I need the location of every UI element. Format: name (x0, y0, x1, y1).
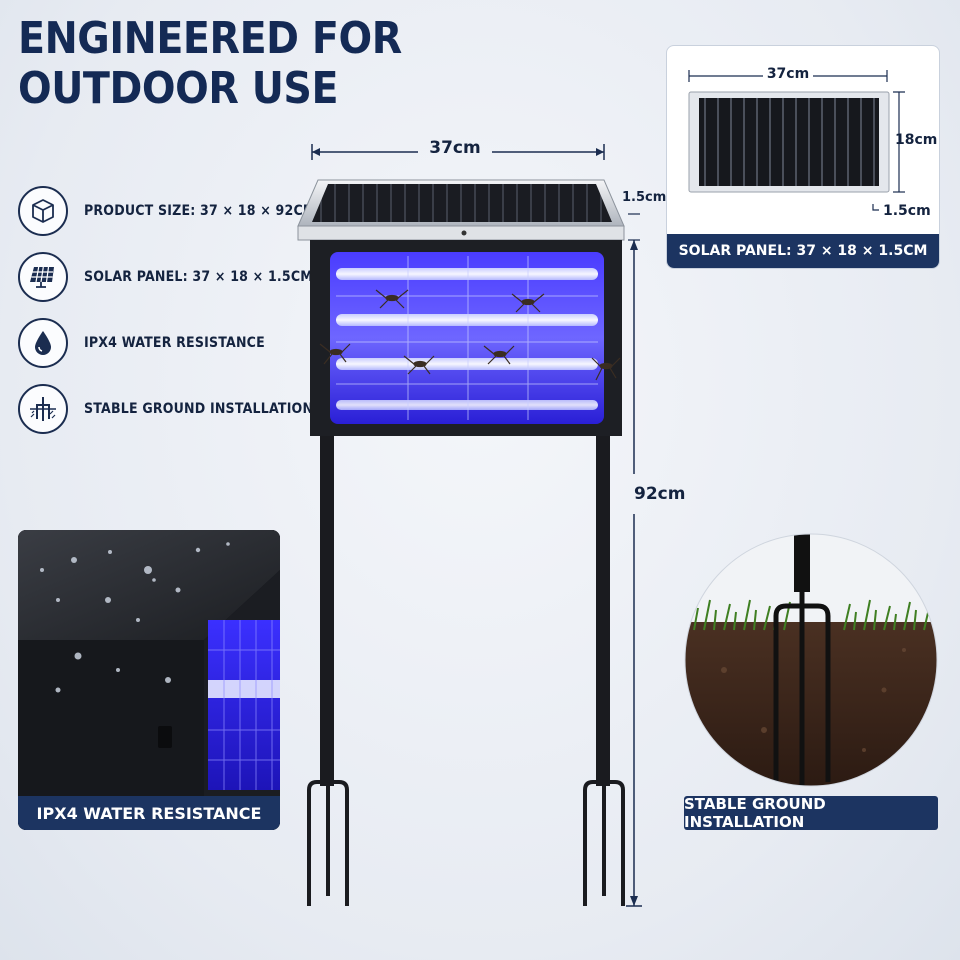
water-resistance-card: IPX4 WATER RESISTANCE (18, 530, 280, 830)
solar-panel-card: 37cm 18cm 1.5cm SOLAR PANEL: 37 × 18 × 1… (666, 45, 940, 269)
feature-label: SOLAR PANEL: 37 × 18 × 1.5cm (84, 269, 313, 285)
headline: ENGINEERED FOR OUTDOOR USE (18, 14, 402, 114)
ground-stake-icon (18, 384, 68, 434)
panel-width-label: 37cm (766, 66, 810, 82)
feature-water: IPX4 WATER RESISTANCE (18, 316, 341, 370)
legs (307, 436, 625, 906)
feature-label: PRODUCT SIZE: 37 × 18 × 92cm (84, 203, 316, 219)
water-drop-icon (18, 318, 68, 368)
width-label: 37cm (429, 138, 481, 158)
water-card-caption: IPX4 WATER RESISTANCE (18, 796, 280, 830)
solar-panel (297, 179, 625, 241)
thickness-dimension (628, 213, 640, 241)
panel-thickness-label: 1.5cm (883, 203, 931, 219)
ground-installation-card: STABLE GROUND INSTALLATION (684, 530, 938, 831)
thickness-label: 1.5cm (622, 190, 667, 205)
ground-card-caption: STABLE GROUND INSTALLATION (684, 795, 938, 831)
solar-panel-icon (18, 252, 68, 302)
panel-card-caption: SOLAR PANEL: 37 × 18 × 1.5cm (667, 234, 939, 268)
height-label: 92cm (634, 484, 686, 504)
cube-icon (18, 186, 68, 236)
feature-product-size: PRODUCT SIZE: 37 × 18 × 92cm (18, 184, 341, 238)
feature-label: STABLE GROUND INSTALLATION (84, 401, 314, 417)
headline-line-1: ENGINEERED FOR (18, 13, 402, 64)
feature-solar-panel: SOLAR PANEL: 37 × 18 × 1.5cm (18, 250, 341, 304)
height-dimension (626, 240, 642, 907)
headline-line-2: OUTDOOR USE (18, 63, 339, 114)
feature-ground: STABLE GROUND INSTALLATION (18, 382, 341, 436)
feature-list: PRODUCT SIZE: 37 × 18 × 92cm SOLAR PANEL… (18, 184, 341, 448)
panel-height-label: 18cm (895, 132, 938, 148)
zapper-housing (310, 240, 622, 436)
feature-label: IPX4 WATER RESISTANCE (84, 335, 265, 351)
